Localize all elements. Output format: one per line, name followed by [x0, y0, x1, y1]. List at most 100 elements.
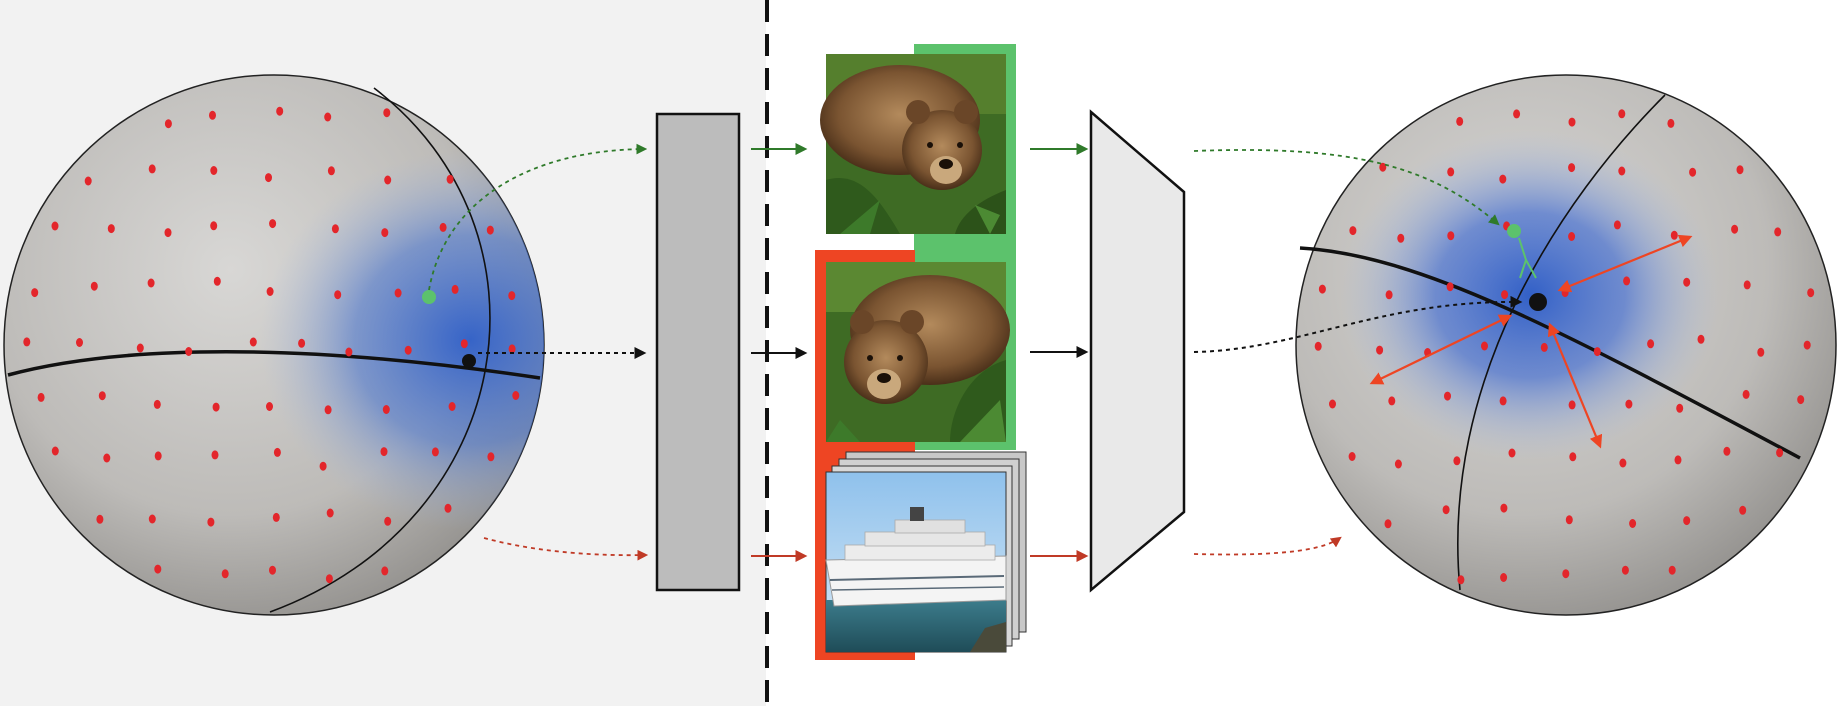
sample-point: [319, 461, 327, 471]
sample-point: [1447, 167, 1455, 177]
sample-point: [1667, 118, 1675, 128]
sample-point: [1683, 516, 1691, 526]
sample-point: [431, 447, 439, 457]
sample-point: [448, 402, 456, 411]
sample-point: [266, 402, 273, 411]
sample-point: [1774, 227, 1782, 237]
equator-line: [7, 350, 541, 380]
sample-point: [1376, 345, 1384, 355]
sample-point: [1349, 226, 1357, 236]
sample-point: [210, 166, 218, 175]
positive-point-left: [422, 290, 436, 304]
sample-point: [266, 287, 274, 296]
sample-point: [1499, 174, 1507, 184]
sample-point: [1453, 456, 1461, 466]
sample-point: [1621, 565, 1629, 575]
sample-point: [1568, 400, 1576, 410]
encoder-block: [1089, 109, 1186, 593]
sample-point: [486, 225, 494, 235]
sample-point: [451, 284, 459, 294]
sample-point: [153, 399, 161, 409]
sample-point: [1348, 452, 1356, 461]
sample-point: [1499, 396, 1507, 406]
equator-line-right: [1299, 246, 1801, 460]
sample-point: [1513, 109, 1521, 119]
sample-point: [1668, 565, 1676, 575]
meridian-line: [269, 87, 491, 613]
sample-point: [1500, 503, 1508, 513]
sample-point: [154, 564, 162, 574]
sample-point: [269, 219, 277, 229]
sample-point: [269, 565, 276, 575]
sample-point: [1568, 163, 1576, 173]
sample-point: [1647, 339, 1655, 349]
sample-point: [1379, 162, 1387, 172]
sample-point: [1629, 519, 1637, 528]
sample-point: [213, 276, 221, 286]
sample-point: [1385, 290, 1393, 300]
sample-point: [487, 452, 495, 462]
sample-point: [298, 338, 306, 348]
sample-point: [98, 391, 106, 401]
sample-point: [164, 119, 172, 129]
sample-point: [1442, 505, 1450, 515]
sample-point: [1613, 220, 1621, 230]
sample-point: [381, 228, 389, 238]
sample-point: [1388, 396, 1396, 406]
sample-point: [1743, 280, 1751, 290]
sample-point: [1625, 399, 1633, 409]
sample-point: [384, 175, 392, 185]
sample-point: [1447, 231, 1455, 241]
sample-point: [1562, 569, 1570, 579]
sample-point: [154, 451, 162, 461]
left-sample-points: [23, 106, 520, 584]
sample-point: [444, 503, 452, 513]
sample-point: [1318, 284, 1326, 294]
sample-point: [23, 337, 31, 347]
sample-point: [439, 222, 447, 232]
bear-image-positive: [820, 54, 1006, 234]
sample-point: [148, 164, 156, 174]
sample-point: [1776, 448, 1784, 458]
pull-together-marker: [1518, 237, 1537, 279]
negative-in-arrow: [1193, 536, 1342, 556]
sample-point: [460, 339, 468, 349]
sample-point: [382, 405, 390, 414]
sample-point: [1569, 452, 1577, 462]
sample-point: [1481, 341, 1488, 351]
bear-image-anchor: [826, 262, 1010, 442]
sample-point: [136, 343, 144, 353]
sample-point: [1683, 277, 1691, 287]
sample-point: [265, 173, 272, 183]
sample-point: [210, 221, 218, 231]
sample-point: [103, 453, 111, 463]
sample-point: [1697, 334, 1705, 344]
sample-point: [1619, 458, 1627, 468]
sample-point: [1618, 166, 1626, 176]
sample-point: [1329, 399, 1336, 409]
sample-point: [512, 391, 520, 400]
sample-point: [1540, 342, 1548, 352]
sample-point: [1689, 167, 1697, 177]
sample-point: [1736, 165, 1744, 175]
sample-point: [326, 508, 334, 518]
sample-point: [384, 516, 392, 526]
right-embedding-sphere: [1193, 74, 1837, 616]
sample-point: [331, 224, 339, 234]
sample-point: [76, 338, 83, 347]
sample-point: [380, 447, 388, 457]
sample-point: [249, 337, 257, 347]
sample-point: [147, 278, 155, 288]
sample-point: [1508, 448, 1516, 458]
sample-point: [325, 574, 333, 584]
negative-flow-arrow: [483, 537, 649, 561]
sample-point: [1384, 519, 1392, 529]
sample-point: [1397, 233, 1405, 243]
positive-flow-arrow: [428, 143, 648, 291]
sample-point: [404, 345, 412, 355]
sample-point: [272, 512, 280, 522]
sample-point: [1670, 230, 1678, 240]
sample-point: [1674, 455, 1682, 465]
sample-point: [212, 402, 220, 412]
ship-image-stack: [825, 451, 1027, 653]
